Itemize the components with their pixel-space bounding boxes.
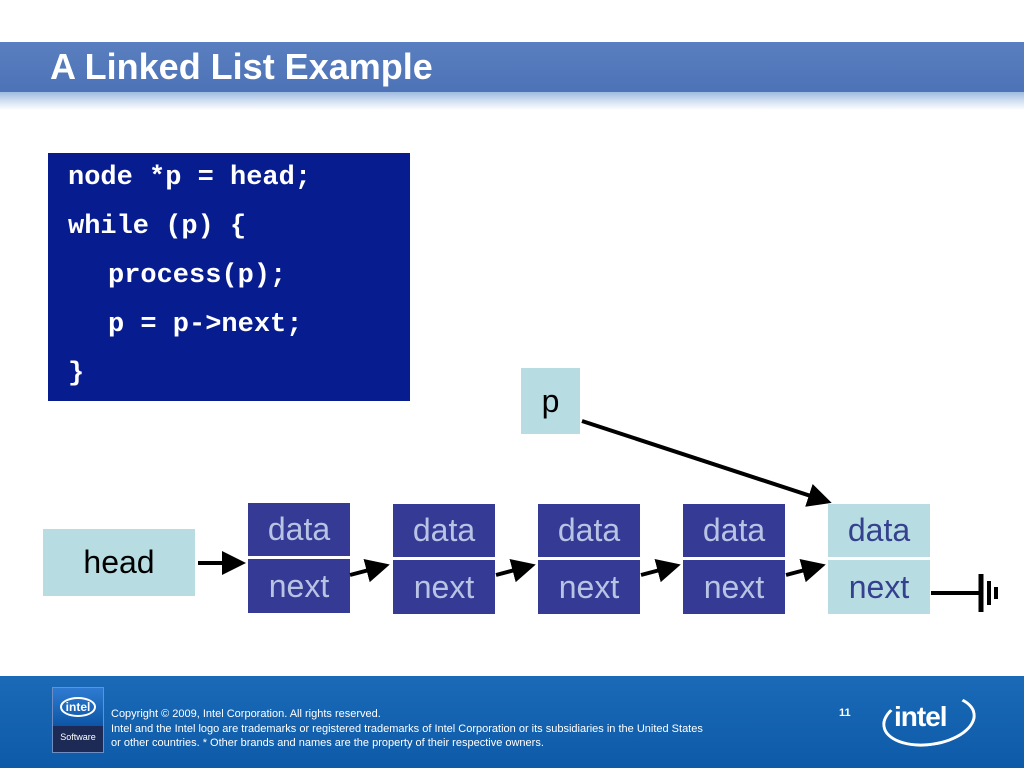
copyright-line: Intel and the Intel logo are trademarks … [111,722,703,735]
code-line: process(p); [108,261,287,291]
node-data-cell: data [683,504,785,557]
next-arrow-2 [495,559,536,583]
title-bar [0,42,1024,92]
node-data-cell: data [248,503,350,556]
head-label: head [83,544,155,580]
copyright-line: Copyright © 2009, Intel Corporation. All… [111,708,381,720]
intel-logo-text: intel [59,697,97,717]
node-next-cell: next [393,560,495,614]
copyright-notice: Copyright © 2009, Intel Corporation. All… [111,707,826,751]
code-line: node *p = head; [68,163,312,193]
node-next-cell: next [248,559,350,613]
slide-title: A Linked List Example [50,46,433,87]
next-arrow-4 [785,559,826,583]
node-next-cell: next [828,560,930,614]
list-node-3: data next [538,504,640,614]
next-arrow-1 [349,559,390,583]
list-node-5-current: data next [828,504,930,614]
code-line: } [68,359,85,389]
intel-logo: intel [878,687,980,753]
copyright-line: or other countries. * Other brands and n… [111,737,544,749]
software-label: Software [60,732,96,742]
list-node-4: data next [683,504,785,614]
p-to-node-arrow [581,419,832,507]
intel-logo-wordmark: intel [894,701,948,732]
list-node-1: data next [248,503,350,613]
p-pointer-box: p [521,368,580,434]
title-bar-fade [0,92,1024,110]
node-data-cell: data [393,504,495,557]
node-next-cell: next [538,560,640,614]
list-node-2: data next [393,504,495,614]
footer-bar [0,676,1024,768]
code-block: node *p = head; while (p) { process(p); … [48,153,410,401]
node-data-cell: data [538,504,640,557]
code-line: p = p->next; [108,310,303,340]
p-label: p [541,382,560,419]
null-ground-icon [931,574,998,612]
code-line: while (p) { [68,212,247,242]
node-data-cell: data [828,504,930,557]
page-number: 11 [839,707,851,719]
intel-software-logo: intel Software [52,687,104,753]
head-pointer-box: head [43,529,195,596]
next-arrow-3 [640,559,681,583]
node-next-cell: next [683,560,785,614]
